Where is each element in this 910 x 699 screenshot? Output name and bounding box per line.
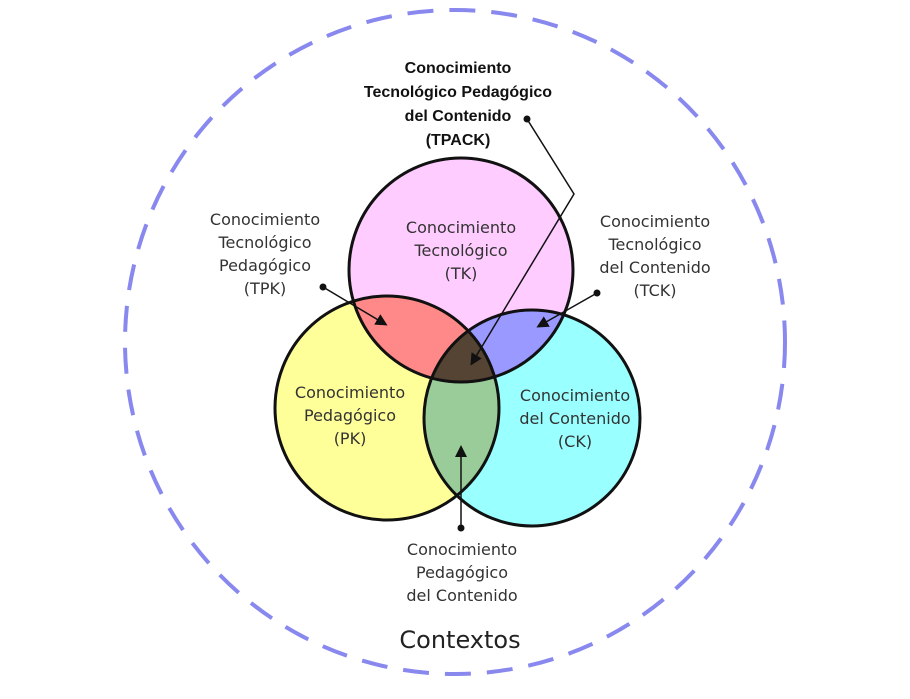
- pck-label: Conocimiento Pedagógico del Contenido: [406, 540, 518, 605]
- pck-pointer: [455, 445, 467, 532]
- tck-label: Conocimiento Tecnológico del Contenido (…: [599, 212, 711, 300]
- tpack-label: Conocimiento Tecnológico Pedagógico del …: [363, 60, 553, 149]
- tpk-pointer: [319, 283, 388, 326]
- tpk-label: Conocimiento Tecnológico Pedagógico (TPK…: [209, 210, 321, 298]
- tpack-pointer: [470, 115, 575, 366]
- tck-pointer: [536, 289, 601, 328]
- context-label: Contextos: [399, 626, 521, 654]
- pk-label: Conocimiento Pedagógico (PK): [294, 383, 406, 448]
- tk-label: Conocimiento Tecnológico (TK): [405, 218, 517, 283]
- ck-label: Conocimiento del Contenido (CK): [519, 386, 631, 451]
- context-ring: [123, 8, 787, 676]
- tpk-region: [349, 296, 499, 382]
